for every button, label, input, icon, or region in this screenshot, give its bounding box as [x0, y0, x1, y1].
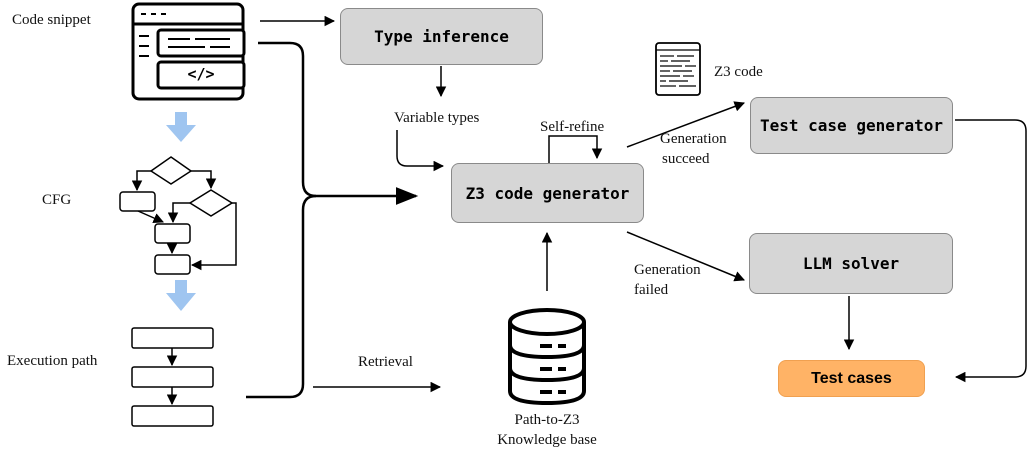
z3-code-document-icon [655, 42, 701, 96]
connectors [246, 15, 1027, 399]
retrieval-label: Retrieval [358, 354, 413, 370]
code-snippet-label: Code snippet [12, 12, 91, 28]
self-refine-label: Self-refine [540, 119, 605, 135]
variable-types-label: Variable types [394, 110, 480, 126]
database-icon [508, 308, 586, 406]
code-tag-label: </> [187, 65, 215, 83]
down-arrow-icon [166, 112, 196, 142]
generation-succeed-label-line2: succeed [662, 151, 710, 167]
z3-code-generator-node: Z3 code generator [451, 163, 644, 223]
generation-failed-label-line1: Generation [634, 262, 701, 278]
generation-failed-label-line2: failed [634, 282, 669, 298]
cfg-label: CFG [42, 192, 72, 208]
type-inference-node: Type inference [340, 8, 543, 65]
test-cases-node: Test cases [778, 360, 925, 397]
generation-succeed-label-line1: Generation [660, 131, 727, 147]
down-arrow-icon [166, 280, 196, 311]
knowledge-base-label-line1: Path-to-Z3 [514, 412, 580, 428]
execution-path-graph [131, 327, 214, 427]
cfg-graph [119, 156, 237, 275]
knowledge-base-label-line2: Knowledge base [497, 432, 597, 448]
execution-path-label: Execution path [7, 353, 98, 369]
test-case-generator-node: Test case generator [750, 97, 953, 154]
z3-code-label: Z3 code [714, 64, 763, 80]
llm-solver-node: LLM solver [749, 233, 953, 294]
code-snippet-icon [131, 2, 246, 101]
